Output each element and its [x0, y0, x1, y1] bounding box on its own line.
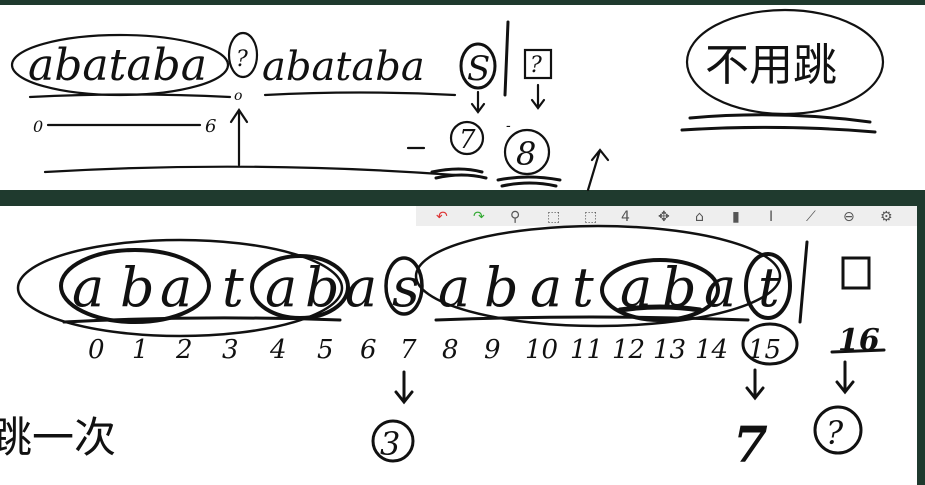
letter-2: a: [160, 256, 192, 319]
range-start: 0: [33, 117, 43, 136]
qmark-box: [523, 48, 553, 80]
letter-6: a: [345, 256, 377, 319]
circle-8: [503, 128, 551, 176]
divider-line: [503, 20, 510, 97]
letter-11: t: [572, 256, 594, 319]
top-frame: [0, 0, 925, 5]
index-13: 13: [653, 335, 686, 365]
up-arrow-head: [229, 108, 249, 124]
circled-8-text: 8: [516, 135, 536, 173]
index-9: 9: [484, 335, 501, 365]
index-16: 16: [838, 323, 880, 358]
redo-icon[interactable]: ↷: [473, 209, 485, 225]
letter-1: b: [120, 256, 155, 319]
circled-s-text: S: [467, 49, 490, 89]
ellipse-aba-3: [600, 258, 720, 322]
divider-line: [798, 240, 809, 324]
index-6: 6: [360, 335, 377, 365]
answer-q: ?: [826, 414, 844, 452]
index-12: 12: [612, 335, 645, 365]
move-icon[interactable]: ✥: [658, 209, 670, 225]
number-icon[interactable]: 4: [621, 209, 630, 225]
letter-14: a: [704, 256, 736, 319]
bottom-panel-shapes: [16, 224, 886, 463]
string-right: abataba: [262, 44, 425, 90]
note-jump-once: 跳一次: [0, 413, 116, 462]
toolbar-bg: [416, 206, 917, 226]
arrow-16: [835, 360, 855, 395]
arrow-7: [394, 370, 414, 405]
letter-12: a: [620, 256, 652, 319]
circle-answer-3: [371, 419, 415, 463]
right-frame: [917, 206, 925, 485]
index-8: 8: [442, 335, 459, 365]
letter-5: b: [305, 256, 340, 319]
index-0: 0: [88, 335, 105, 365]
string-left-marker: ?: [236, 47, 248, 72]
index-14: 14: [695, 335, 728, 365]
answer-3: 3: [380, 425, 400, 463]
circled-7-text: 7: [459, 125, 476, 155]
index-15: 15: [748, 335, 781, 365]
index-7: 7: [400, 335, 417, 365]
ellipse-s: [384, 256, 424, 316]
note-no-jump: 不用跳: [705, 40, 837, 91]
undo-icon[interactable]: ↶: [436, 209, 448, 225]
index-10: 10: [525, 335, 558, 365]
erase-icon[interactable]: ⊖: [843, 209, 855, 225]
shape-icon[interactable]: ⌂: [695, 209, 704, 225]
ruler-icon[interactable]: ⟋: [806, 209, 816, 225]
index-4: 4: [269, 335, 287, 365]
circle-15: [741, 322, 799, 366]
letter-15: t: [758, 256, 780, 319]
ellipse-t: [744, 252, 792, 320]
letter-9: b: [484, 256, 519, 319]
index-5: 5: [317, 335, 334, 365]
small-zero: o: [234, 88, 242, 104]
ellipse-marker: [227, 31, 259, 79]
string-left: abataba: [28, 40, 207, 91]
index-11: 11: [570, 335, 603, 365]
circle-answer-q: [813, 405, 863, 455]
qmark-box-text: ?: [530, 53, 542, 78]
letter-4: a: [265, 256, 297, 319]
letter-13: b: [662, 256, 697, 319]
text-icon[interactable]: I: [769, 209, 773, 225]
toolbar: ↶ ↷ ⚲ ⬚ ⬚ 4 ✥ ⌂ ▮ I ⟋ ⊖ ⚙: [416, 206, 917, 226]
long-curve: [43, 165, 457, 177]
index-2: 2: [175, 335, 193, 365]
letter-0: a: [72, 256, 104, 319]
panel-divider: [0, 190, 925, 206]
ellipse-aba-1: [59, 248, 211, 324]
crop-icon[interactable]: ⬚: [584, 209, 597, 225]
letter-3: t: [222, 256, 244, 319]
index-1: 1: [132, 335, 149, 365]
range-end: 6: [205, 116, 216, 137]
ellipse-abataba-1: [16, 238, 344, 338]
search-icon[interactable]: ⚲: [510, 209, 520, 225]
letter-8: a: [438, 256, 470, 319]
small-up-arrow: [586, 148, 610, 192]
ellipse-s: [459, 42, 497, 90]
index-3: 3: [222, 335, 239, 365]
empty-box: [841, 256, 871, 290]
dash-mark: -: [506, 118, 511, 134]
circle-7: [449, 120, 485, 156]
answer-7: 7: [733, 415, 768, 474]
select-icon[interactable]: ⬚: [547, 209, 560, 225]
cylinder-icon[interactable]: ▮: [732, 209, 740, 225]
underline-left: [28, 93, 232, 99]
top-panel: [10, 8, 885, 192]
letter-7: s: [392, 256, 420, 319]
underline-16: [830, 348, 886, 354]
underline-right: [263, 91, 457, 97]
arrow-15: [745, 368, 765, 401]
ellipse-abataba-2: [414, 224, 782, 328]
letter-10: a: [530, 256, 562, 319]
settings-icon[interactable]: ⚙: [880, 209, 893, 225]
